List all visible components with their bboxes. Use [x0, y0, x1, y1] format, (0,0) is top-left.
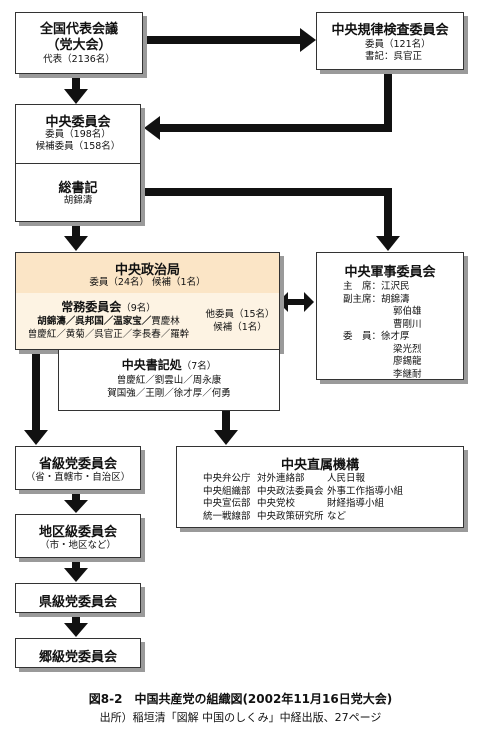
military-vice-name-2: 郭伯雄: [393, 306, 422, 317]
direct-organs-box: 中央直属機構 中央弁公庁対外連絡部 人民日報 中央組織部中央政法委員会外事工作指導…: [176, 446, 464, 528]
other-members-line2: 候補（1名）: [213, 322, 267, 333]
politburo-box: 中央政治局 委員（24名） 候補（1名） 常務委員会（9名） 胡錦濤／呉邦国／温…: [15, 252, 280, 350]
standing-committee-line1-rest: 賈慶林: [151, 316, 180, 327]
arrow-provincial-to-regional: [64, 490, 88, 513]
township-committee-box: 郷級党委員会: [15, 638, 141, 668]
standing-committee-count: （9名）: [121, 303, 156, 314]
arrow-county-to-township: [64, 612, 88, 637]
figure-source: 出所）稲垣清「図解 中国のしくみ」中経出版、27ページ: [99, 711, 382, 724]
regional-committee-detail: （市・地区など）: [39, 540, 116, 551]
military-vice-row: 副主席：胡錦濤: [343, 294, 422, 307]
military-vice-role: 副主席：: [343, 293, 382, 305]
regional-committee-box: 地区級委員会 （市・地区など）: [15, 514, 141, 558]
organ-propaganda: 中央宣伝部: [203, 498, 251, 509]
secretariat-heading: 中央書記処（7名）: [59, 356, 279, 373]
secretariat-title: 中央書記処: [121, 358, 182, 372]
standing-committee-leaders: 胡錦濤／呉邦国／温家宝／: [37, 316, 152, 327]
discipline-secretary: 書記：呉官正: [365, 51, 423, 62]
standing-committee-cell: 常務委員会（9名） 胡錦濤／呉邦国／温家宝／賈慶林 曾慶紅／黄菊／呉官正／李長春…: [16, 293, 202, 349]
military-member-row: 委 員：徐才厚: [343, 331, 422, 344]
politburo-title: 中央政治局: [114, 263, 180, 278]
discipline-commission-title: 中央規律検査委員会: [331, 23, 449, 38]
secretariat-line2: 賀国強／王剛／徐才厚／何勇: [107, 388, 231, 399]
arrow-politburo-military: [278, 292, 314, 312]
direct-organs-title: 中央直属機構: [280, 458, 359, 473]
organ-party-school: 中央党校: [257, 498, 296, 509]
central-committee-candidates: 候補委員（158名）: [35, 141, 121, 152]
military-chair-role: 主 席：: [343, 281, 382, 292]
general-secretary-title: 総書記: [58, 181, 98, 196]
direct-organs-list: 中央弁公庁対外連絡部 人民日報 中央組織部中央政法委員会外事工作指導小組 中央宣伝…: [203, 473, 403, 523]
arrow-politburo-to-provincial: [24, 348, 48, 445]
military-commission-box: 中央軍事委員会 主 席：江沢民 副主席：胡錦濤 郭伯雄 曹剛川 委 員：徐才厚 …: [316, 252, 464, 380]
arrow-congress-to-discipline: [142, 28, 316, 52]
politburo-header: 中央政治局 委員（24名） 候補（1名）: [16, 253, 279, 294]
direct-organs-row: 中央宣伝部中央党校 財経指導小組: [203, 498, 403, 511]
township-committee-title: 郷級党委員会: [38, 650, 117, 665]
other-members-cell: 他委員（15名） 候補（1名）: [201, 293, 279, 349]
arrow-secretary-to-politburo: [64, 221, 88, 251]
direct-organs-row: 統一戦線部中央政策研究所など: [203, 511, 403, 524]
direct-organs-row: 中央弁公庁対外連絡部 人民日報: [203, 473, 403, 486]
secretariat-box: 中央書記処（7名） 曾慶紅／劉雲山／周永康 賀国強／王剛／徐才厚／何勇: [58, 349, 280, 411]
regional-committee-title: 地区級委員会: [38, 525, 117, 540]
military-member-role: 委 員：: [343, 331, 382, 342]
organ-liaison: 対外連絡部: [257, 473, 305, 484]
provincial-committee-detail: （省・直轄市・自治区）: [25, 472, 131, 483]
organ-united-front: 統一戦線部: [203, 510, 251, 522]
organ-foreign-affairs: 外事工作指導小組: [327, 485, 404, 497]
organ-peoples-daily: 人民日報: [327, 473, 366, 484]
national-congress-subtitle: （党大会）: [46, 38, 112, 53]
military-member-name-4: 李継耐: [393, 368, 422, 380]
national-congress-box: 全国代表会議 （党大会） 代表（2136名）: [15, 12, 143, 74]
general-secretary-name: 胡錦濤: [63, 195, 93, 206]
arrow-discipline-to-committee: [144, 72, 392, 140]
secretariat-count: （7名）: [181, 361, 217, 372]
committee-divider: [16, 163, 140, 164]
military-vice-name-1: 胡錦濤: [381, 293, 410, 305]
other-members-line1: 他委員（15名）: [205, 309, 275, 320]
military-chair-row: 主 席：江沢民: [343, 281, 422, 294]
direct-organs-row: 中央組織部中央政法委員会外事工作指導小組: [203, 486, 403, 499]
military-member-name-3: 廖錫龍: [393, 356, 422, 367]
military-member-name-2: 梁光烈: [393, 343, 422, 355]
military-chair-name: 江沢民: [381, 281, 410, 292]
discipline-commission-lines: 委員（121名） 書記：呉官正: [365, 39, 431, 63]
county-committee-box: 県級党委員会: [15, 583, 141, 613]
organ-general-office: 中央弁公庁: [203, 473, 251, 484]
organ-policy-research: 中央政策研究所: [257, 510, 324, 522]
politburo-detail: 委員（24名） 候補（1名）: [89, 277, 206, 288]
discipline-commission-box: 中央規律検査委員会 委員（121名） 書記：呉官正: [316, 12, 464, 70]
military-vice-name-3: 曹剛川: [393, 318, 422, 330]
military-member-name-1: 徐才厚: [381, 331, 410, 342]
arrow-regional-to-county: [64, 556, 88, 582]
provincial-committee-box: 省級党委員会 （省・直轄市・自治区）: [15, 446, 141, 490]
secretariat-line1: 曾慶紅／劉雲山／周永康: [116, 375, 222, 386]
military-commission-title: 中央軍事委員会: [344, 265, 436, 280]
central-committee-box: 中央委員会 委員（198名） 候補委員（158名） 総書記 胡錦濤: [15, 104, 141, 222]
arrow-congress-to-committee: [64, 73, 88, 104]
provincial-committee-title: 省級党委員会: [38, 457, 117, 472]
organ-organization: 中央組織部: [203, 485, 251, 497]
figure-caption: 図8-2 中国共産党の組織図(2002年11月16日党大会): [88, 692, 393, 706]
national-congress-title: 全国代表会議: [39, 22, 118, 37]
organ-finance: 財経指導小組: [327, 498, 385, 509]
organ-etc: など: [327, 510, 347, 522]
county-committee-title: 県級党委員会: [38, 595, 117, 610]
national-congress-detail: 代表（2136名）: [43, 54, 115, 65]
standing-committee-title: 常務委員会: [61, 300, 122, 314]
standing-committee-line2: 曾慶紅／黄菊／呉官正／李長春／羅幹: [27, 329, 190, 340]
military-commission-list: 主 席：江沢民 副主席：胡錦濤 郭伯雄 曹剛川 委 員：徐才厚 梁光烈 廖錫龍 …: [343, 281, 422, 381]
central-committee-members: 委員（198名）: [45, 129, 111, 140]
standing-committee-heading: 常務委員会（9名）: [16, 298, 201, 315]
organ-political-legal: 中央政法委員会: [257, 485, 324, 497]
arrow-committee-to-military: [140, 188, 400, 251]
arrow-secretariat-to-organs: [214, 410, 238, 445]
standing-committee-line1: 胡錦濤／呉邦国／温家宝／賈慶林: [16, 316, 201, 328]
central-committee-title: 中央委員会: [45, 115, 111, 130]
discipline-members: 委員（121名）: [365, 39, 431, 50]
